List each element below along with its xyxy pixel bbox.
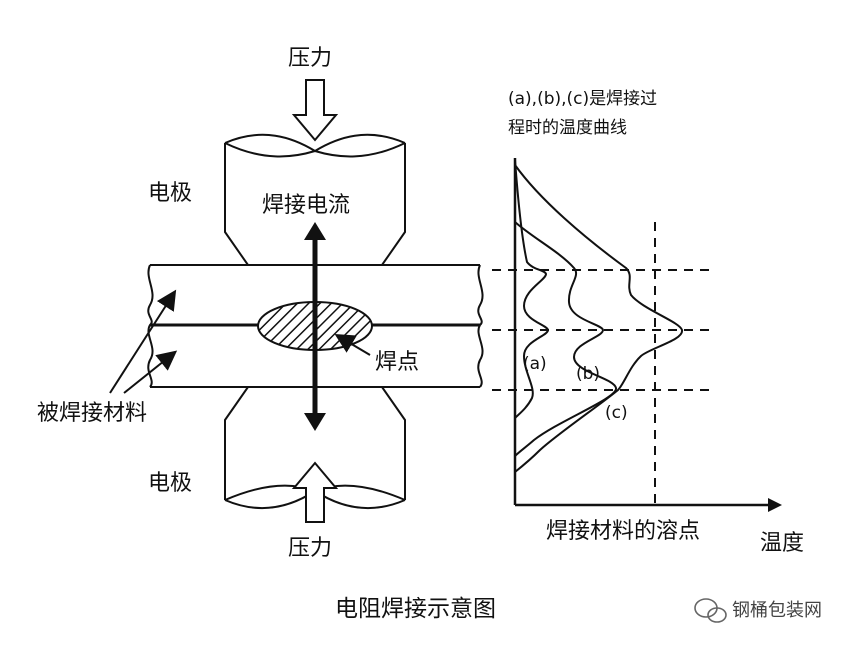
weld-nugget-label: 焊点 (375, 350, 419, 375)
temperature-axes (513, 158, 782, 512)
curve-c (514, 164, 683, 473)
temperature-curves (514, 159, 683, 473)
diagram-caption: 电阻焊接示意图 (335, 596, 496, 622)
curve-c-label: (c) (605, 403, 628, 423)
material-leader-lines (109, 289, 178, 394)
pressure-top-label: 压力 (288, 46, 332, 71)
electrode-bottom-label: 电极 (148, 471, 192, 496)
electrode-top-label: 电极 (148, 181, 192, 206)
welding-current-label: 焊接电流 (262, 193, 350, 218)
pressure-arrow-down (291, 79, 339, 142)
pressure-arrow-up (291, 461, 339, 523)
curve-b (514, 221, 617, 457)
nugget-leader-line (334, 333, 371, 356)
wechat-icon (694, 598, 727, 623)
welding-current-arrow (304, 222, 326, 431)
dashed-reference-lines (492, 222, 712, 505)
curve-a (514, 159, 550, 419)
curve-note-line2: 程时的温度曲线 (508, 118, 627, 138)
temperature-axis-label: 温度 (760, 531, 804, 556)
workpiece-material-label: 被焊接材料 (37, 401, 147, 426)
curve-a-label: (a) (523, 354, 547, 374)
curve-b-label: (b) (576, 364, 600, 384)
watermark-text: 钢桶包装网 (732, 600, 822, 621)
pressure-bottom-label: 压力 (288, 536, 332, 561)
melting-point-label: 焊接材料的溶点 (546, 519, 700, 544)
curve-note-line1: (a),(b),(c)是焊接过 (508, 89, 657, 109)
